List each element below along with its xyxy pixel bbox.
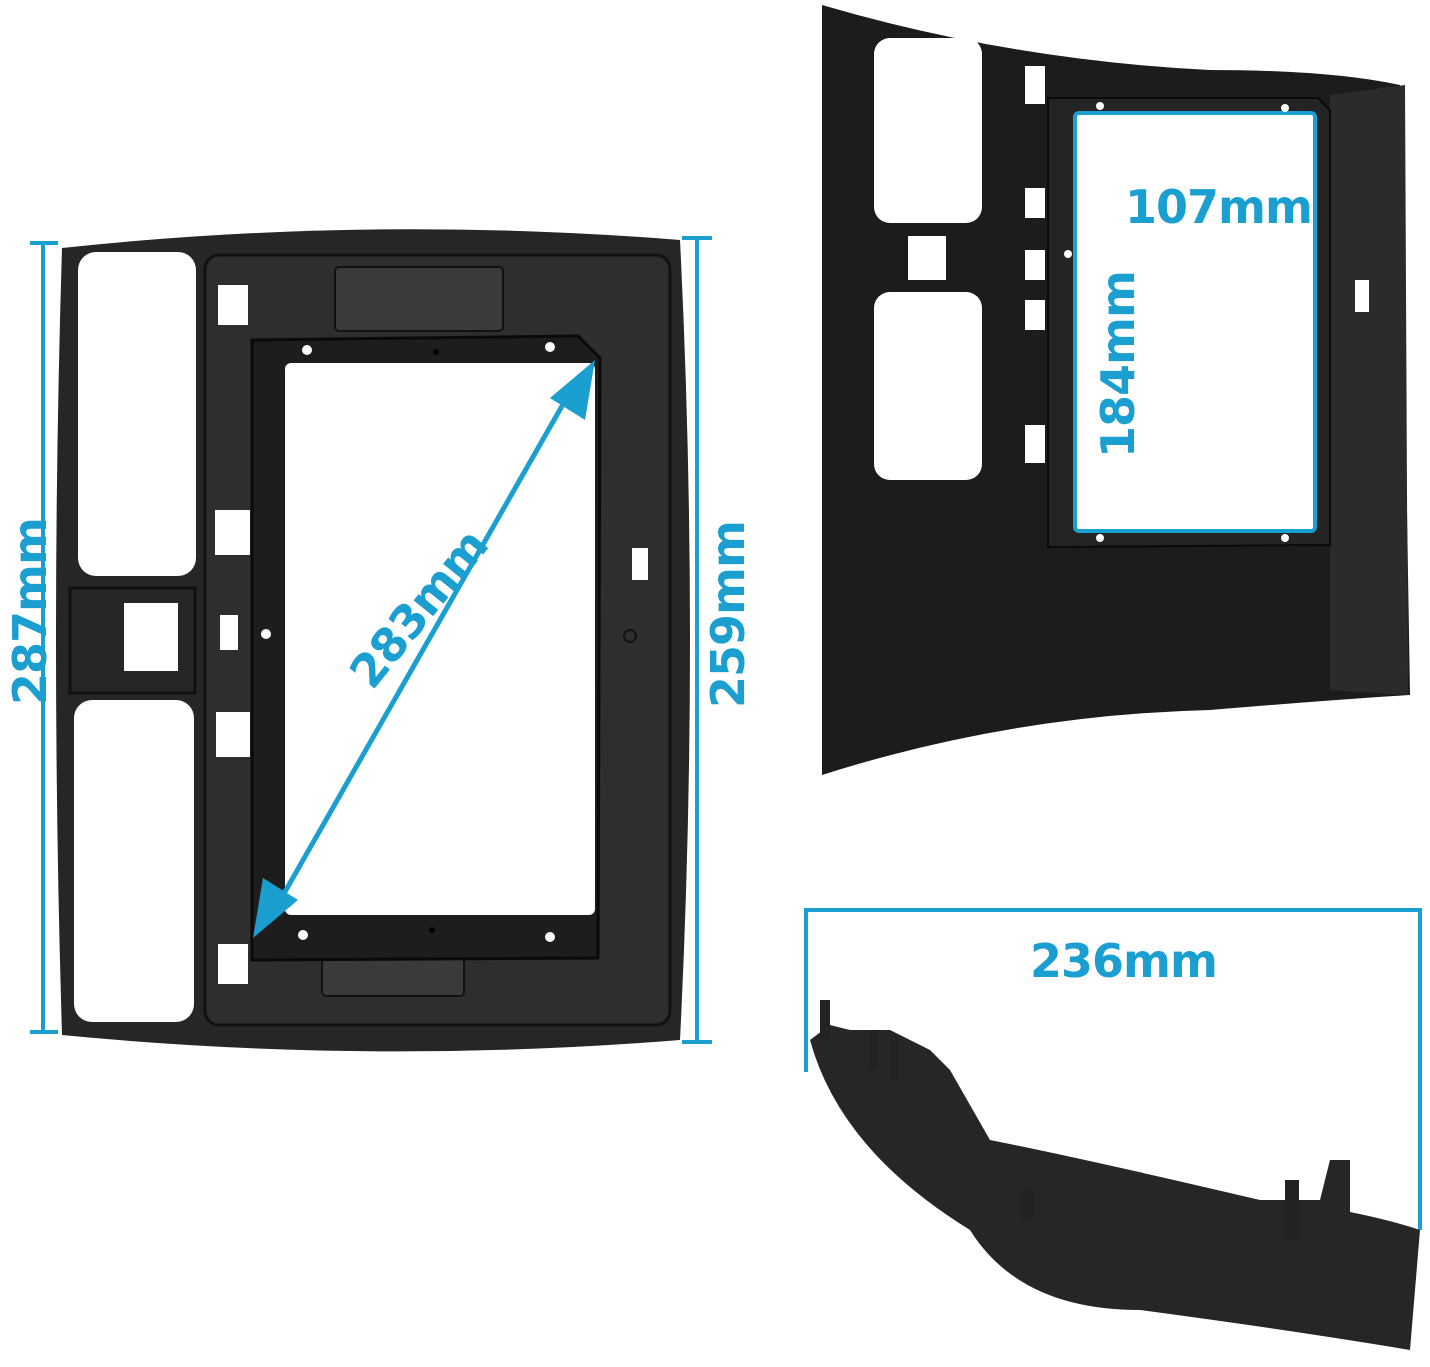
opening-height-label: 184mm [1091, 271, 1145, 458]
diagonal-dimension-arrow [253, 360, 595, 938]
depth-label: 236mm [1030, 934, 1218, 988]
height-label: 287mm [3, 518, 57, 705]
opening-width-label: 107mm [1125, 180, 1313, 234]
front-frame-illustration [30, 229, 712, 1052]
rear-frame-illustration [822, 5, 1410, 775]
side-frame-illustration [804, 908, 1422, 1350]
depth-dimension-bracket [804, 908, 1422, 1230]
inner-height-label: 259mm [701, 521, 755, 708]
front-view-panel: 287mm 259mm 283mm [0, 0, 780, 1100]
side-view-panel: 236mm [790, 890, 1430, 1367]
rear-view-panel: 107mm 184mm [810, 0, 1430, 790]
height-dimension-line [30, 241, 58, 1034]
inner-height-dimension-line [682, 236, 712, 1044]
